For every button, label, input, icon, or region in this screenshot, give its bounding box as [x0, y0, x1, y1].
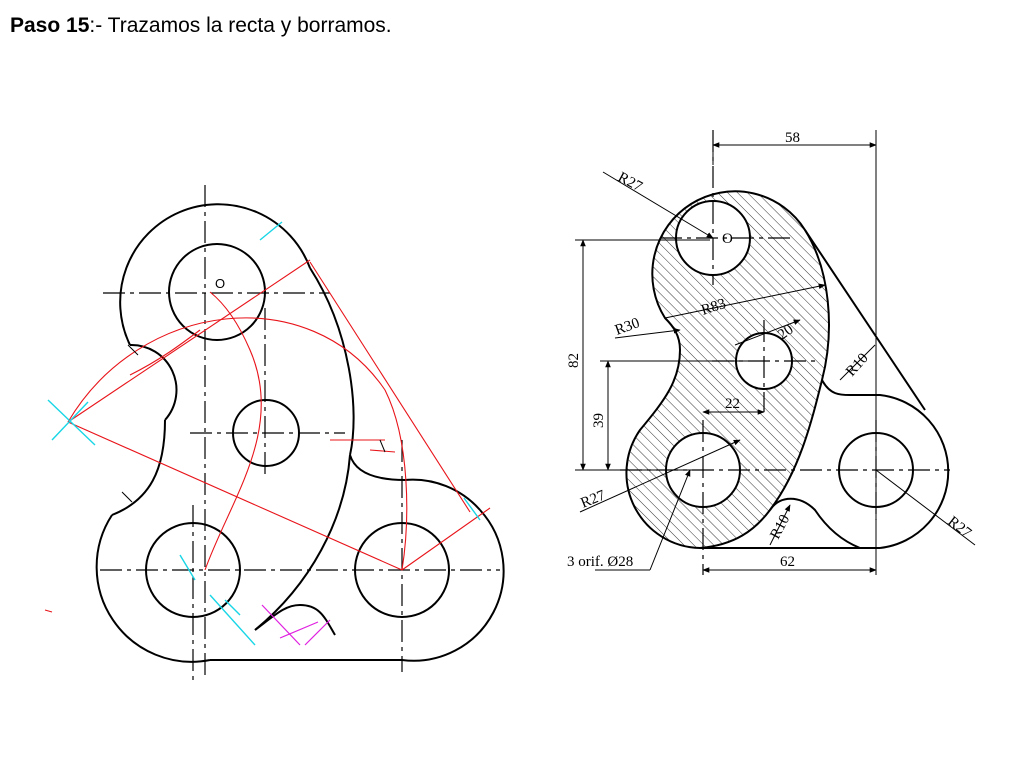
dim-offset: 22	[725, 396, 740, 412]
left-top-hole	[168, 243, 266, 341]
left-construction-drawing: O	[44, 185, 505, 680]
step-number: Paso 15	[10, 14, 90, 37]
dim-r-bottom-left: R27	[579, 487, 609, 511]
left-bottom-right-hole	[354, 522, 450, 618]
dim-r-bottom-right: R27	[945, 514, 975, 542]
left-center-o-label: O	[215, 276, 225, 291]
dim-r-fillet-upper: R10	[843, 350, 872, 379]
right-dimension-lines	[575, 130, 976, 575]
step-description: :- Trazamos la recta y borramos.	[89, 14, 392, 37]
dim-top-width: 58	[785, 130, 800, 146]
dim-height-total: 82	[566, 353, 582, 368]
dim-r-fillet-lower: R10	[767, 512, 793, 542]
right-center-o-label: O	[722, 231, 733, 247]
dim-height-partial: 39	[591, 413, 607, 428]
left-part-outline	[95, 203, 505, 663]
left-center-lines	[100, 185, 500, 680]
slide-title: Paso 15:- Trazamos la recta y borramos.	[10, 14, 392, 38]
holes-note: 3 orif. Ø28	[567, 554, 633, 570]
right-dimensioned-drawing: O 58 62 82 39 22 20 R27 R30 R83 R10 R10 …	[566, 130, 976, 575]
dim-bottom-width: 62	[780, 554, 795, 570]
dim-r-large: R83	[699, 296, 728, 319]
left-center-hole	[232, 399, 300, 467]
dim-r-top: R27	[615, 169, 645, 195]
left-bottom-left-hole	[145, 522, 241, 618]
left-tangency-marks	[47, 221, 481, 646]
left-red-construction-lines	[44, 259, 491, 613]
